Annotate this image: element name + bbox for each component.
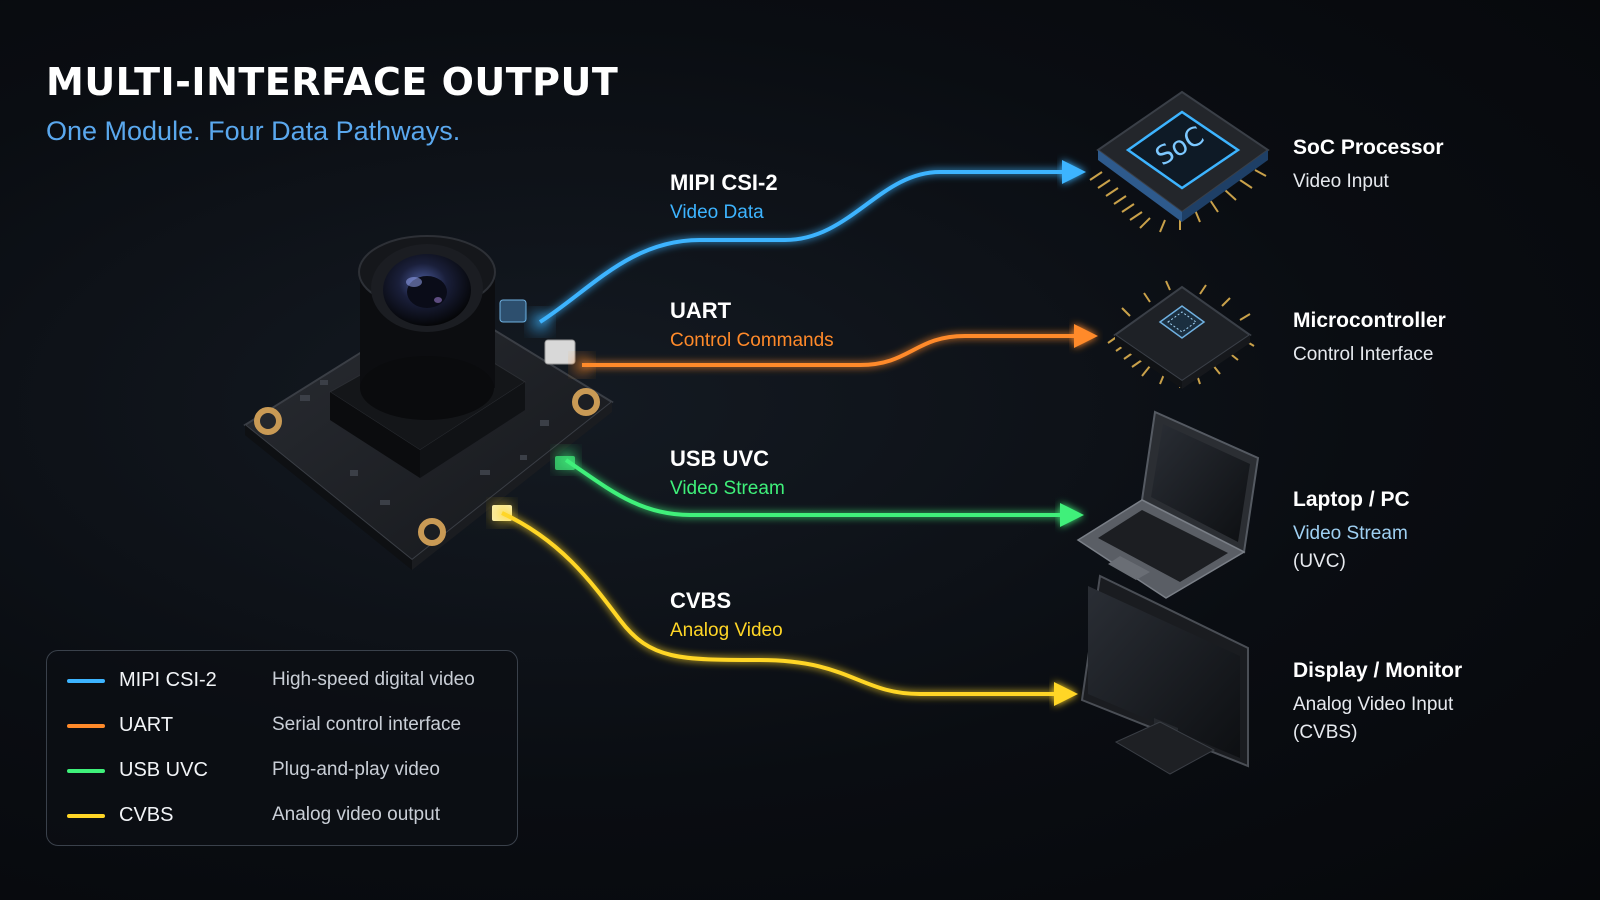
label-usb-uvc: USB UVC Video Stream	[670, 446, 785, 500]
connection-lines	[494, 160, 1098, 706]
legend-box: MIPI CSI-2 High-speed digital video UART…	[46, 650, 518, 846]
cvbs-arrowhead	[1054, 682, 1078, 706]
device-mcu-name: Microcontroller	[1293, 309, 1446, 332]
mipi-csi2-line	[538, 160, 1086, 324]
uart-arrowhead	[1074, 324, 1098, 348]
legend-swatch-uart	[67, 724, 105, 728]
device-soc-name: SoC Processor	[1293, 136, 1444, 159]
uart-path	[582, 334, 1080, 367]
device-monitor-line-2: (CVBS)	[1293, 722, 1358, 743]
legend-name-uart: UART	[119, 714, 174, 736]
legend-desc-usb: Plug-and-play video	[272, 759, 440, 780]
page-title: MULTI-INTERFACE OUTPUT	[46, 60, 619, 104]
label-cvbs: CVBS Analog Video	[670, 588, 783, 642]
legend-item-uart: UART Serial control interface	[67, 711, 507, 741]
soc-chip-icon: SoC	[1089, 90, 1270, 233]
device-monitor-line-1: Analog Video Input	[1293, 694, 1454, 715]
usb-uvc-line	[564, 458, 1084, 527]
device-laptop-name: Laptop / PC	[1293, 488, 1410, 511]
mipi-csi2-arrowhead	[1062, 160, 1086, 184]
usb-uvc-path	[564, 458, 1066, 517]
label-usb-uvc-name: USB UVC	[670, 446, 770, 471]
device-laptop-line-2: (UVC)	[1293, 551, 1346, 572]
device-laptop-pc: Laptop / PC Video Stream (UVC)	[1293, 488, 1410, 576]
label-usb-uvc-sub: Video Stream	[670, 478, 785, 499]
device-mcu-line-1: Control Interface	[1293, 344, 1434, 365]
cvbs-path	[501, 511, 1060, 696]
legend-swatch-mipi	[67, 679, 105, 683]
legend-name-usb: USB UVC	[119, 759, 208, 781]
legend-desc-cvbs: Analog video output	[272, 804, 440, 825]
legend-name-cvbs: CVBS	[119, 804, 174, 826]
device-monitor-name: Display / Monitor	[1293, 659, 1463, 682]
page-subtitle: One Module. Four Data Pathways.	[46, 116, 461, 146]
legend-swatch-usb	[67, 769, 105, 773]
monitor-icon	[1080, 574, 1249, 775]
legend-swatch-cvbs	[67, 814, 105, 818]
legend-item-cvbs: CVBS Analog video output	[67, 801, 507, 831]
microcontroller-icon	[1107, 280, 1255, 389]
cvbs-line	[501, 511, 1078, 706]
label-cvbs-sub: Analog Video	[670, 620, 783, 641]
label-mipi-csi2-sub: Video Data	[670, 202, 764, 223]
uart-line	[582, 324, 1098, 367]
label-mipi-csi2-name: MIPI CSI-2	[670, 170, 778, 195]
legend-name-mipi: MIPI CSI-2	[119, 669, 217, 691]
mipi-csi2-path	[538, 170, 1070, 324]
legend-desc-mipi: High-speed digital video	[272, 669, 475, 690]
label-uart: UART Control Commands	[670, 298, 834, 352]
device-microcontroller: Microcontroller Control Interface	[1293, 309, 1446, 369]
legend-desc-uart: Serial control interface	[272, 714, 462, 735]
device-laptop-line-1: Video Stream	[1293, 523, 1408, 544]
usb-uvc-arrowhead	[1060, 503, 1084, 527]
device-soc-processor: SoC Processor Video Input	[1293, 136, 1444, 196]
camera-module	[243, 235, 614, 570]
legend-item-usb-uvc: USB UVC Plug-and-play video	[67, 756, 507, 786]
legend-item-mipi-csi2: MIPI CSI-2 High-speed digital video	[67, 666, 507, 696]
label-uart-sub: Control Commands	[670, 330, 834, 351]
label-cvbs-name: CVBS	[670, 588, 732, 613]
device-display-monitor: Display / Monitor Analog Video Input (CV…	[1293, 659, 1462, 747]
label-mipi-csi2: MIPI CSI-2 Video Data	[670, 170, 778, 224]
laptop-icon	[1076, 410, 1260, 599]
device-soc-line-1: Video Input	[1293, 171, 1389, 192]
label-uart-name: UART	[670, 298, 732, 323]
